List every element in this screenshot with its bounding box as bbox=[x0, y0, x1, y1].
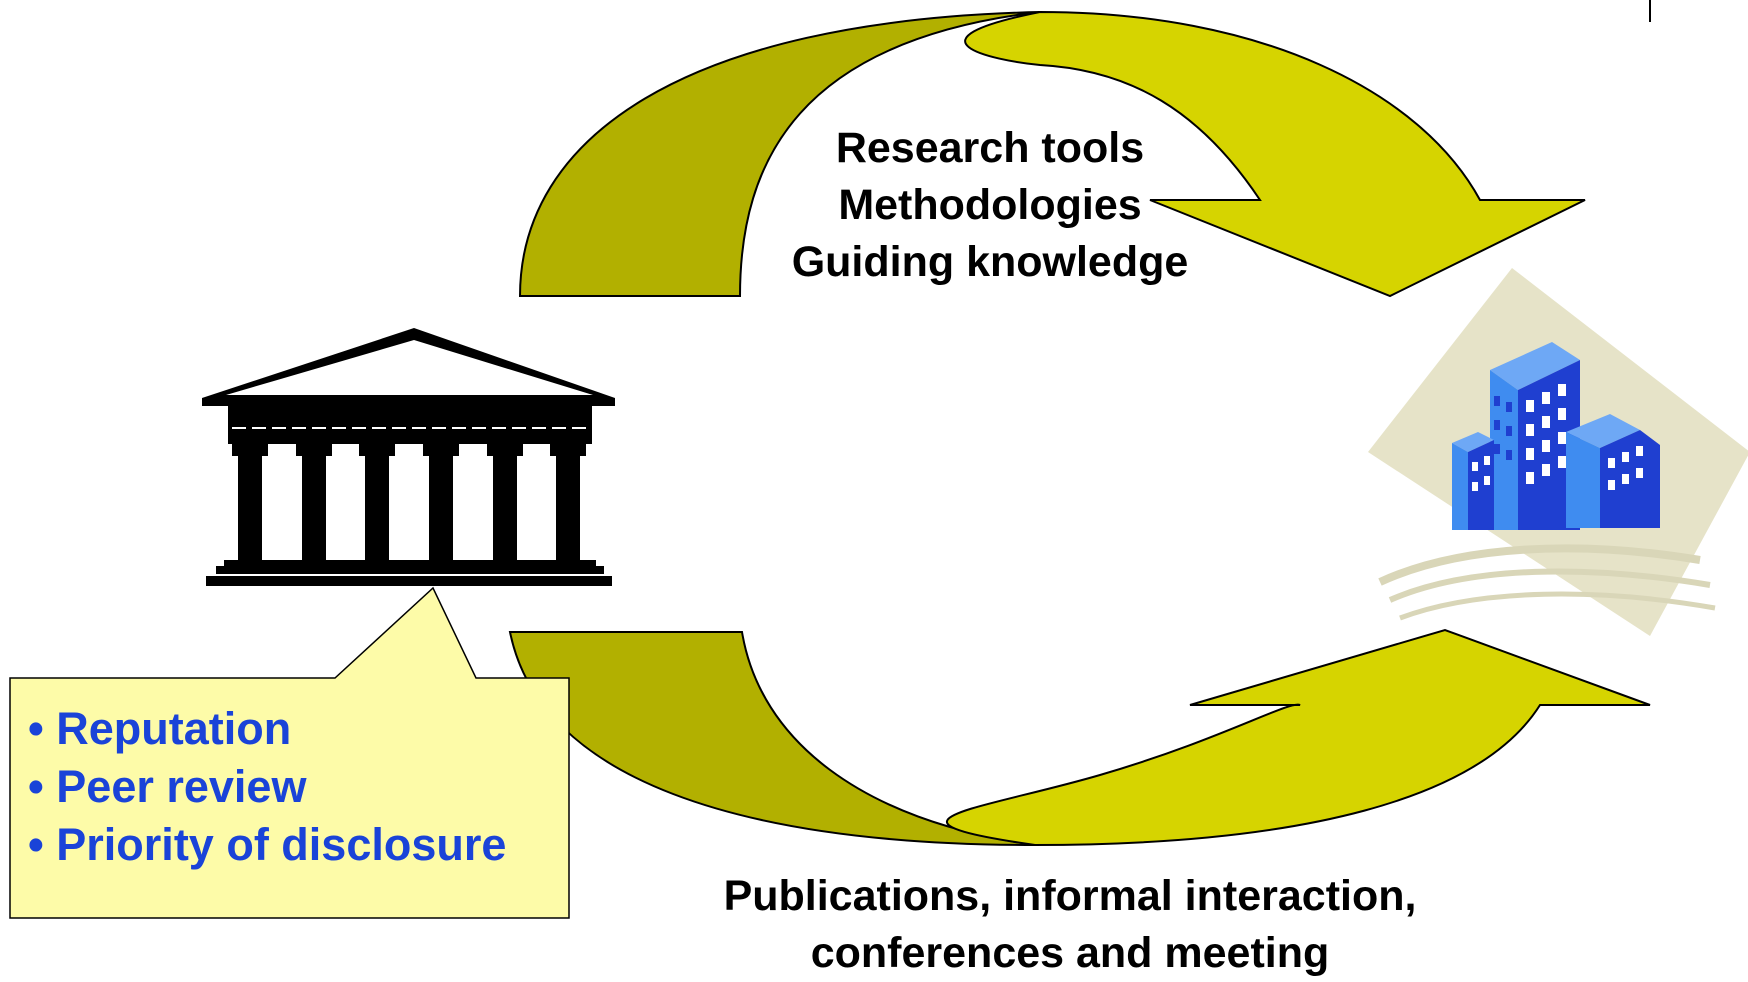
company-buildings-icon bbox=[1368, 268, 1748, 636]
callout-item-text: Peer review bbox=[56, 761, 307, 812]
top-arrow bbox=[518, 10, 1586, 298]
bottom-arrow-dark-half bbox=[508, 631, 1036, 846]
callout-item: • Peer review bbox=[28, 758, 506, 816]
university-temple-icon bbox=[202, 328, 615, 586]
callout-item: • Priority of disclosure bbox=[28, 816, 506, 874]
bottom-flow-line: Publications, informal interaction, bbox=[723, 872, 1417, 920]
top-flow-line: Research tools bbox=[835, 124, 1145, 172]
bullet: • bbox=[28, 703, 44, 754]
top-flow-line: Methodologies bbox=[838, 181, 1142, 229]
bottom-flow-line: conferences and meeting bbox=[810, 929, 1330, 977]
top-arrow-dark-half bbox=[518, 11, 1041, 297]
top-flow-line: Guiding knowledge bbox=[791, 238, 1189, 286]
bullet: • bbox=[28, 761, 44, 812]
callout-item: • Reputation bbox=[28, 700, 506, 758]
bottom-arrow-light-half bbox=[946, 628, 1651, 847]
top-arrow-light-half bbox=[964, 10, 1586, 298]
bottom-arrow bbox=[508, 628, 1651, 847]
callout-item-text: Priority of disclosure bbox=[56, 819, 507, 870]
callout-box bbox=[9, 586, 570, 919]
research-inputs-label: Research tools Methodologies Guiding kno… bbox=[700, 120, 1280, 291]
callout-list: • Reputation • Peer review • Priority of… bbox=[28, 700, 506, 874]
dissemination-channels-label: Publications, informal interaction, conf… bbox=[570, 868, 1570, 982]
bullet: • bbox=[28, 819, 44, 870]
callout-item-text: Reputation bbox=[56, 703, 292, 754]
